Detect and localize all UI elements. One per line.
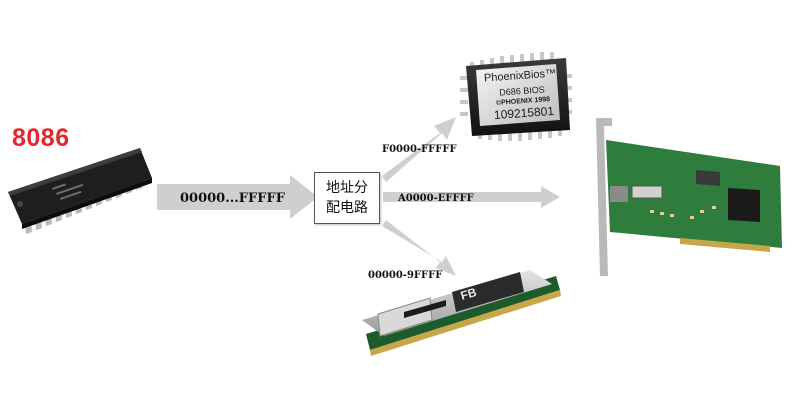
ram-address-range: 00000-9FFFF bbox=[368, 270, 443, 281]
bios-arrow bbox=[382, 117, 456, 182]
bios-address-range: F0000-FFFFF bbox=[382, 144, 457, 155]
main-address-range: 00000...FFFFF bbox=[180, 191, 285, 206]
nic-arrow bbox=[383, 186, 560, 208]
address-decoder-box: 地址分配电路 bbox=[314, 172, 380, 224]
ram-arrow bbox=[382, 220, 456, 276]
svg-text:FB: FB bbox=[459, 285, 479, 303]
bios-chip-image bbox=[460, 52, 572, 141]
cpu-label: 8086 bbox=[12, 124, 70, 152]
nic-address-range: A0000-EFFFF bbox=[398, 193, 474, 204]
ram-module-image: FB bbox=[362, 270, 561, 356]
cpu-chip-image bbox=[8, 148, 152, 234]
address-decoder-label: 地址分配电路 bbox=[326, 180, 368, 216]
nic-card-image bbox=[596, 118, 782, 276]
main-arrow bbox=[157, 175, 318, 219]
